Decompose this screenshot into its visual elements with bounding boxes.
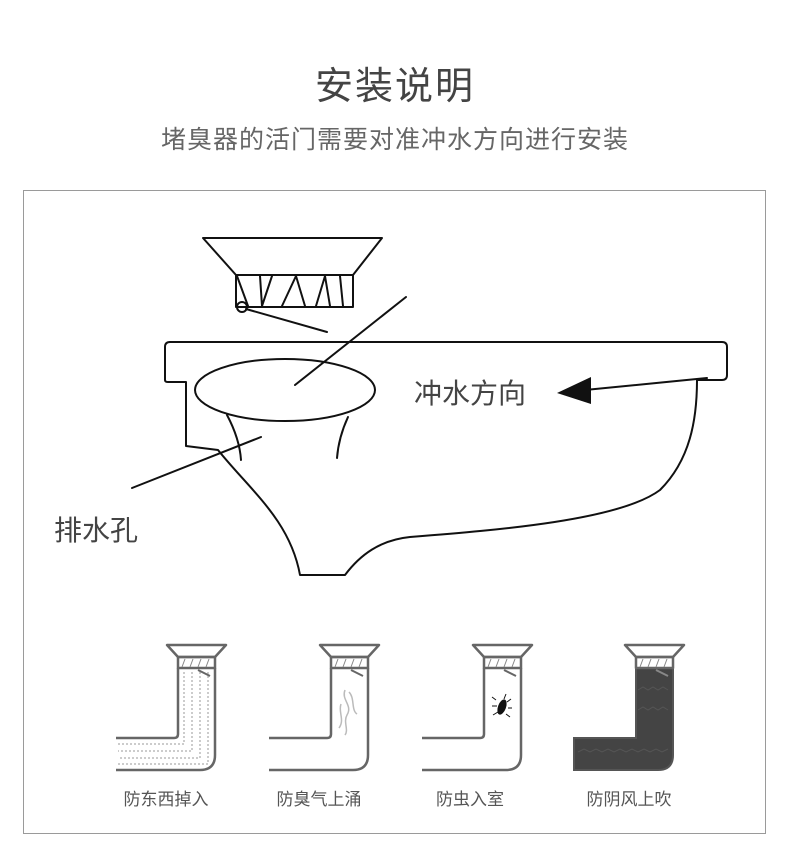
feature-odor: 防臭气上涌: [269, 643, 381, 810]
feature-label: 防阴风上吹: [587, 790, 672, 810]
flush-direction-arrow: [557, 377, 708, 404]
feature-wind: 防阴风上吹: [573, 643, 686, 810]
wind-icon: [573, 643, 686, 771]
diagram-frame: [23, 190, 766, 834]
arrow-head-icon: [557, 377, 591, 404]
feature-label: 防虫入室: [436, 790, 504, 810]
bug-icon: [422, 643, 534, 772]
toilet-illustration: [131, 296, 728, 576]
drain-hole-label: 排水孔: [54, 514, 138, 547]
feature-label: 防东西掉入: [124, 790, 209, 810]
feature-debris: 防东西掉入: [116, 643, 228, 810]
drain-hole-opening: [194, 358, 376, 422]
feature-label: 防臭气上涌: [277, 790, 362, 810]
drain-stopper-illustration: [202, 237, 383, 333]
page-title: 安装说明: [314, 64, 475, 108]
odor-icon: [269, 643, 381, 772]
page-subtitle: 堵臭器的活门需要对准冲水方向进行安装: [160, 125, 629, 154]
flush-direction-label: 冲水方向: [414, 377, 526, 410]
debris-icon: [116, 643, 228, 772]
feature-bug: 防虫入室: [422, 643, 534, 810]
